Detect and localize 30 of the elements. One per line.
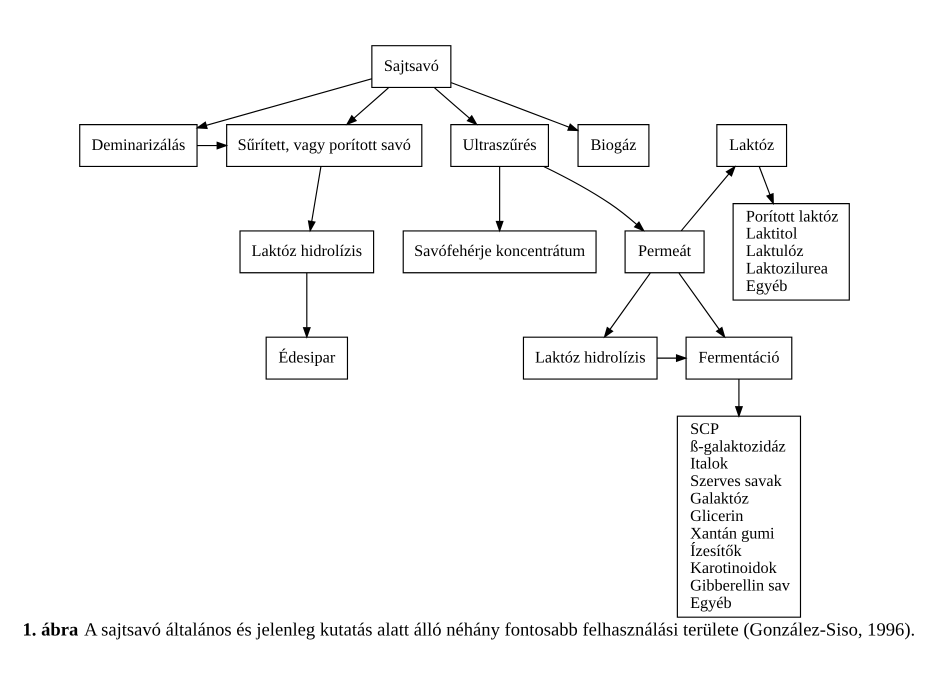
- node-box: Fermentáció: [686, 336, 792, 380]
- node-box: Laktóz hidrolízis: [239, 230, 374, 273]
- node-box: Ultraszűrés: [450, 124, 549, 167]
- node-box: Porított laktóz Laktitol Laktulóz Laktozilurea Egyéb: [732, 202, 850, 300]
- node-box: Sűrített, vagy porított savó: [226, 124, 422, 167]
- node-box: Deminarizálás: [79, 124, 198, 167]
- arrow: [197, 140, 228, 150]
- arrow: [657, 354, 688, 362]
- arrow: [680, 164, 736, 231]
- arrow: [346, 86, 389, 126]
- node-box: Laktóz: [716, 124, 788, 167]
- arrow: [678, 272, 726, 338]
- caption: 1. ábra A sajtsavó általános és jelenleg kutatás alatt álló néhány fontosabb felhasználási területe (González-Siso, 1996).: [22, 619, 916, 640]
- arrow: [308, 166, 322, 232]
- arrow: [758, 166, 774, 205]
- node-box: SCP ß-galaktozidáz Italok Szerves savak Galaktóz Glicerin Xantán gumi Ízesítők Karotinoidok Gibberellin sav Egyéb: [676, 415, 802, 618]
- arrow: [434, 86, 478, 126]
- arrow: [544, 166, 646, 232]
- arrow: [196, 78, 372, 129]
- node-box: Sajtsavó: [371, 44, 452, 88]
- arrow: [302, 272, 311, 338]
- arrow: [734, 378, 743, 418]
- node-box: Permeát: [624, 230, 705, 273]
- node-box: Édesipar: [266, 336, 348, 380]
- node-box: Laktóz hidrolízis: [522, 336, 658, 380]
- arrow: [496, 166, 504, 232]
- node-box: Savófehérje koncentrátum: [402, 230, 597, 273]
- node-box: Biogáz: [577, 124, 650, 167]
- arrow: [450, 82, 580, 131]
- arrow: [604, 272, 651, 338]
